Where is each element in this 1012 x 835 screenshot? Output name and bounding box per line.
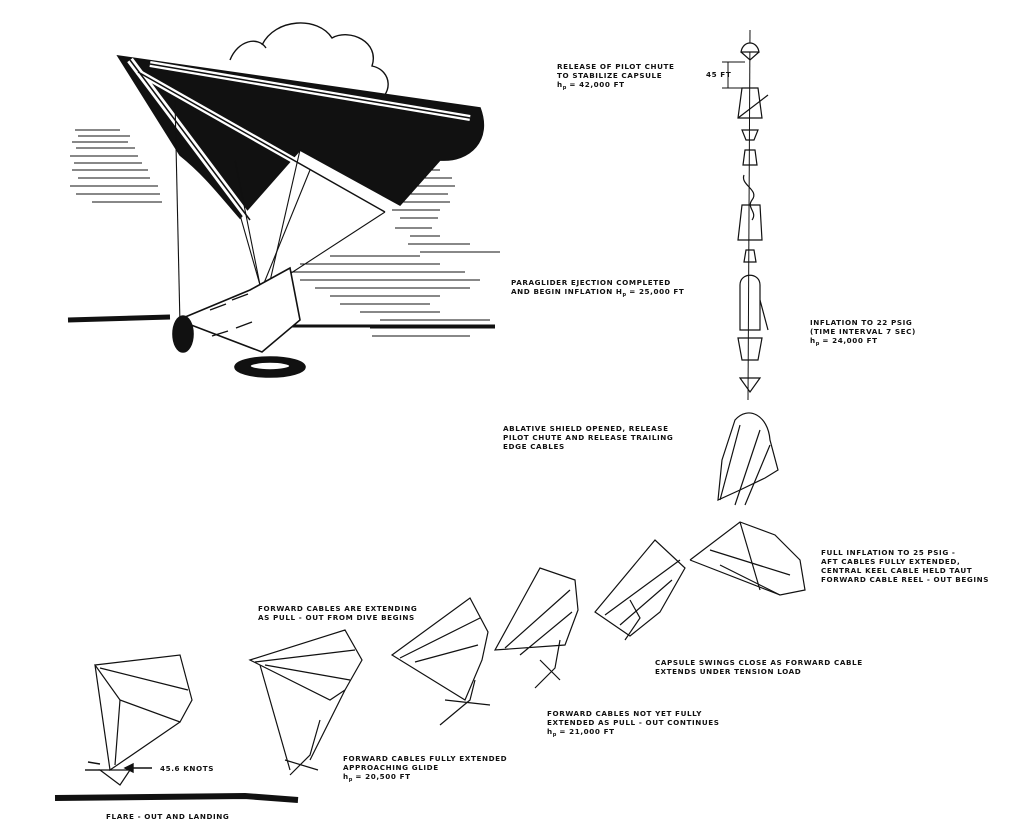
not-yet-extended-line-2: EXTENDED AS PULL - OUT CONTINUES — [547, 718, 720, 727]
paraglider-illustration — [116, 54, 485, 378]
ejection-line-1: PARAGLIDER EJECTION COMPLETED — [511, 278, 671, 287]
full-inflation-line-4: FORWARD CABLE REEL - OUT BEGINS — [821, 575, 990, 584]
capsule-swings-annotation: CAPSULE SWINGS CLOSE AS FORWARD CABLE EX… — [655, 658, 863, 676]
ablative-line-2: PILOT CHUTE AND RELEASE TRAILING — [503, 433, 674, 442]
ablative-line-1: ABLATIVE SHIELD OPENED, RELEASE — [503, 424, 669, 433]
approaching-glide-line-1: FORWARD CABLES FULLY EXTENDED — [343, 754, 508, 763]
full-inflation-annotation: FULL INFLATION TO 25 PSIG - AFT CABLES F… — [821, 548, 989, 584]
capsule-swings-line-1: CAPSULE SWINGS CLOSE AS FORWARD CABLE — [655, 658, 863, 667]
not-yet-extended-alt-symbol: h — [547, 727, 553, 736]
landing-label: FLARE - OUT AND LANDING — [106, 812, 230, 821]
approaching-glide-alt-sub: p — [348, 777, 353, 783]
wing-stage-2 — [493, 567, 579, 656]
wing-stage-4 — [248, 629, 363, 701]
cloud-scenery — [67, 22, 500, 337]
full-inflation-line-2: AFT CABLES FULLY EXTENDED, — [821, 557, 961, 566]
inflation-22-alt-sub: p — [815, 341, 820, 347]
full-inflation-line-3: CENTRAL KEEL CABLE HELD TAUT — [821, 566, 973, 575]
ejection-annotation: PARAGLIDER EJECTION COMPLETED AND BEGIN … — [511, 278, 684, 300]
wing-stage-3 — [390, 597, 489, 701]
ground-line — [54, 792, 299, 803]
wing-stage-5 — [93, 654, 193, 723]
ejection-alt-sub: p — [622, 292, 627, 298]
inflation-22-alt-symbol: h — [810, 336, 816, 345]
pilot-chute-annotation: RELEASE OF PILOT CHUTE TO STABILIZE CAPS… — [557, 62, 675, 93]
approaching-glide-alt-value: = 20,500 FT — [355, 772, 411, 781]
cloud-hatching — [70, 129, 500, 337]
full-inflation-wing — [689, 521, 806, 596]
forward-extending-line-2: AS PULL - OUT FROM DIVE BEGINS — [258, 613, 415, 622]
speed-arrow — [85, 761, 152, 774]
capsule-swings-line-2: EXTENDS UNDER TENSION LOAD — [655, 667, 802, 676]
capsule — [175, 266, 301, 353]
distance-marker-label: 45 FT — [706, 70, 732, 79]
pilot-chute-line-1: RELEASE OF PILOT CHUTE — [557, 62, 675, 71]
pilot-chute-alt-value: = 42,000 FT — [569, 80, 625, 89]
forward-extending-line-1: FORWARD CABLES ARE EXTENDING — [258, 604, 418, 613]
approaching-glide-line-2: APPROACHING GLIDE — [343, 763, 439, 772]
approaching-glide-annotation: FORWARD CABLES FULLY EXTENDED APPROACHIN… — [343, 754, 507, 785]
approaching-glide-alt-symbol: h — [343, 772, 349, 781]
distance-marker — [722, 61, 745, 89]
full-inflation-line-1: FULL INFLATION TO 25 PSIG - — [821, 548, 956, 557]
wing-stage-1 — [594, 539, 686, 637]
inflation-22-alt-value: = 24,000 FT — [822, 336, 878, 345]
inflation-22-line-2: (TIME INTERVAL 7 SEC) — [810, 327, 916, 336]
ablative-line-3: EDGE CABLES — [503, 442, 565, 451]
pilot-chute — [740, 42, 760, 53]
ejection-line-2: AND BEGIN INFLATION h — [511, 287, 623, 296]
pilot-chute-alt-symbol: h — [557, 80, 563, 89]
not-yet-extended-alt-value: = 21,000 FT — [559, 727, 615, 736]
inflation-22-annotation: INFLATION TO 22 PSIG (TIME INTERVAL 7 SE… — [810, 318, 916, 349]
not-yet-extended-annotation: FORWARD CABLES NOT YET FULLY EXTENDED AS… — [547, 709, 720, 740]
inflation-22-line-1: INFLATION TO 22 PSIG — [810, 318, 913, 327]
pilot-chute-line-2: TO STABILIZE CAPSULE — [557, 71, 663, 80]
forward-extending-annotation: FORWARD CABLES ARE EXTENDING AS PULL - O… — [258, 604, 417, 622]
ablative-annotation: ABLATIVE SHIELD OPENED, RELEASE PILOT CH… — [503, 424, 673, 451]
not-yet-extended-alt-sub: p — [552, 732, 557, 738]
ejection-alt-value: = 25,000 FT — [629, 287, 685, 296]
speed-label: 45.6 KNOTS — [160, 764, 215, 773]
wing-canopy — [116, 54, 485, 220]
inflating-wing — [717, 412, 779, 501]
vertical-sequence — [689, 29, 806, 596]
glide-sequence — [93, 539, 686, 786]
not-yet-extended-line-1: FORWARD CABLES NOT YET FULLY — [547, 709, 703, 718]
pilot-chute-alt-sub: p — [562, 85, 567, 91]
